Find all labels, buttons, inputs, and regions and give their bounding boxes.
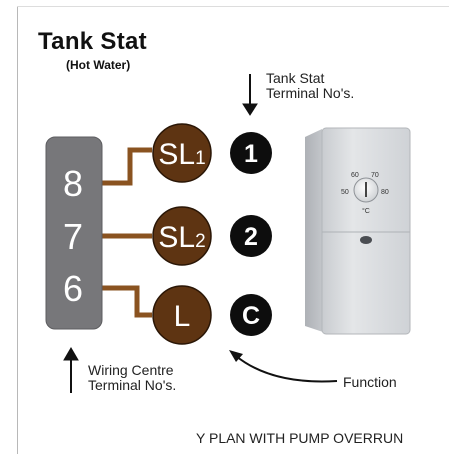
function-sub: 1 xyxy=(195,148,206,169)
tank-thermostat: 50 60 70 80 °C xyxy=(305,127,411,335)
tank-stat-terminal-c: C xyxy=(242,302,260,330)
wiring-centre-terminal-6: 6 xyxy=(63,268,83,309)
frame-border-left xyxy=(17,6,18,454)
dial-label-50: 50 xyxy=(341,189,349,196)
wiring-centre-label-line-1: Wiring Centre xyxy=(88,362,174,378)
dial-unit: °C xyxy=(362,207,370,215)
up-arrow-icon xyxy=(63,347,79,393)
tank-stat-terminals: 1 2C xyxy=(230,132,272,336)
function-circle-l xyxy=(152,285,212,345)
function-label-l: L xyxy=(174,300,191,333)
dial-label-80: 80 xyxy=(381,189,389,196)
wiring-centre-terminal-8: 8 xyxy=(63,163,83,204)
curved-arrow-icon xyxy=(229,350,338,383)
function-label-sl1: SL1 xyxy=(158,138,205,171)
diagram-title: Tank Stat xyxy=(38,28,147,55)
dial-label-70: 70 xyxy=(371,172,379,179)
function-sub: 2 xyxy=(195,231,206,252)
function-main: SL xyxy=(158,221,195,254)
tank-stat-label-line-1: Tank Stat xyxy=(266,70,325,86)
wiring-centre-terminals: 8 7 6 xyxy=(63,163,83,309)
function-circle-sl1 xyxy=(152,123,212,183)
wiring-centre-terminal-7: 7 xyxy=(63,216,83,257)
wiring-centre-label-line-2: Terminal No's. xyxy=(88,377,177,393)
wiring-centre-terminals-label: Wiring Centre Terminal No's. xyxy=(88,363,176,393)
function-label: Function xyxy=(343,374,397,390)
function-circle-sl2 xyxy=(152,206,212,266)
function-main: L xyxy=(174,300,191,333)
wire-6-l xyxy=(99,285,152,318)
cable-entry xyxy=(360,236,372,244)
tank-stat-terminal-circle-2 xyxy=(230,215,272,257)
wiring-centre-block xyxy=(45,136,103,330)
footer-caption: Y PLAN WITH PUMP OVERRUN xyxy=(196,430,404,446)
tank-stat-terminal-1: 1 xyxy=(244,140,258,168)
function-label-sl2: SL2 xyxy=(158,221,205,254)
frame-border-top xyxy=(17,6,449,7)
function-main: SL xyxy=(158,138,195,171)
dial-label-60: 60 xyxy=(351,172,359,179)
tank-stat-terminal-circle-c xyxy=(230,294,272,336)
down-arrow-icon xyxy=(242,74,258,116)
tank-stat-terminals-label: Tank Stat Terminal No's. xyxy=(266,71,354,101)
tank-stat-terminal-circle-1 xyxy=(230,132,272,174)
wires xyxy=(99,147,152,318)
tank-stat-label-line-2: Terminal No's. xyxy=(266,85,355,101)
diagram-subtitle: (Hot Water) xyxy=(66,58,131,72)
tank-stat-terminal-2: 2 xyxy=(244,223,258,251)
wire-8-sl1 xyxy=(99,147,152,186)
